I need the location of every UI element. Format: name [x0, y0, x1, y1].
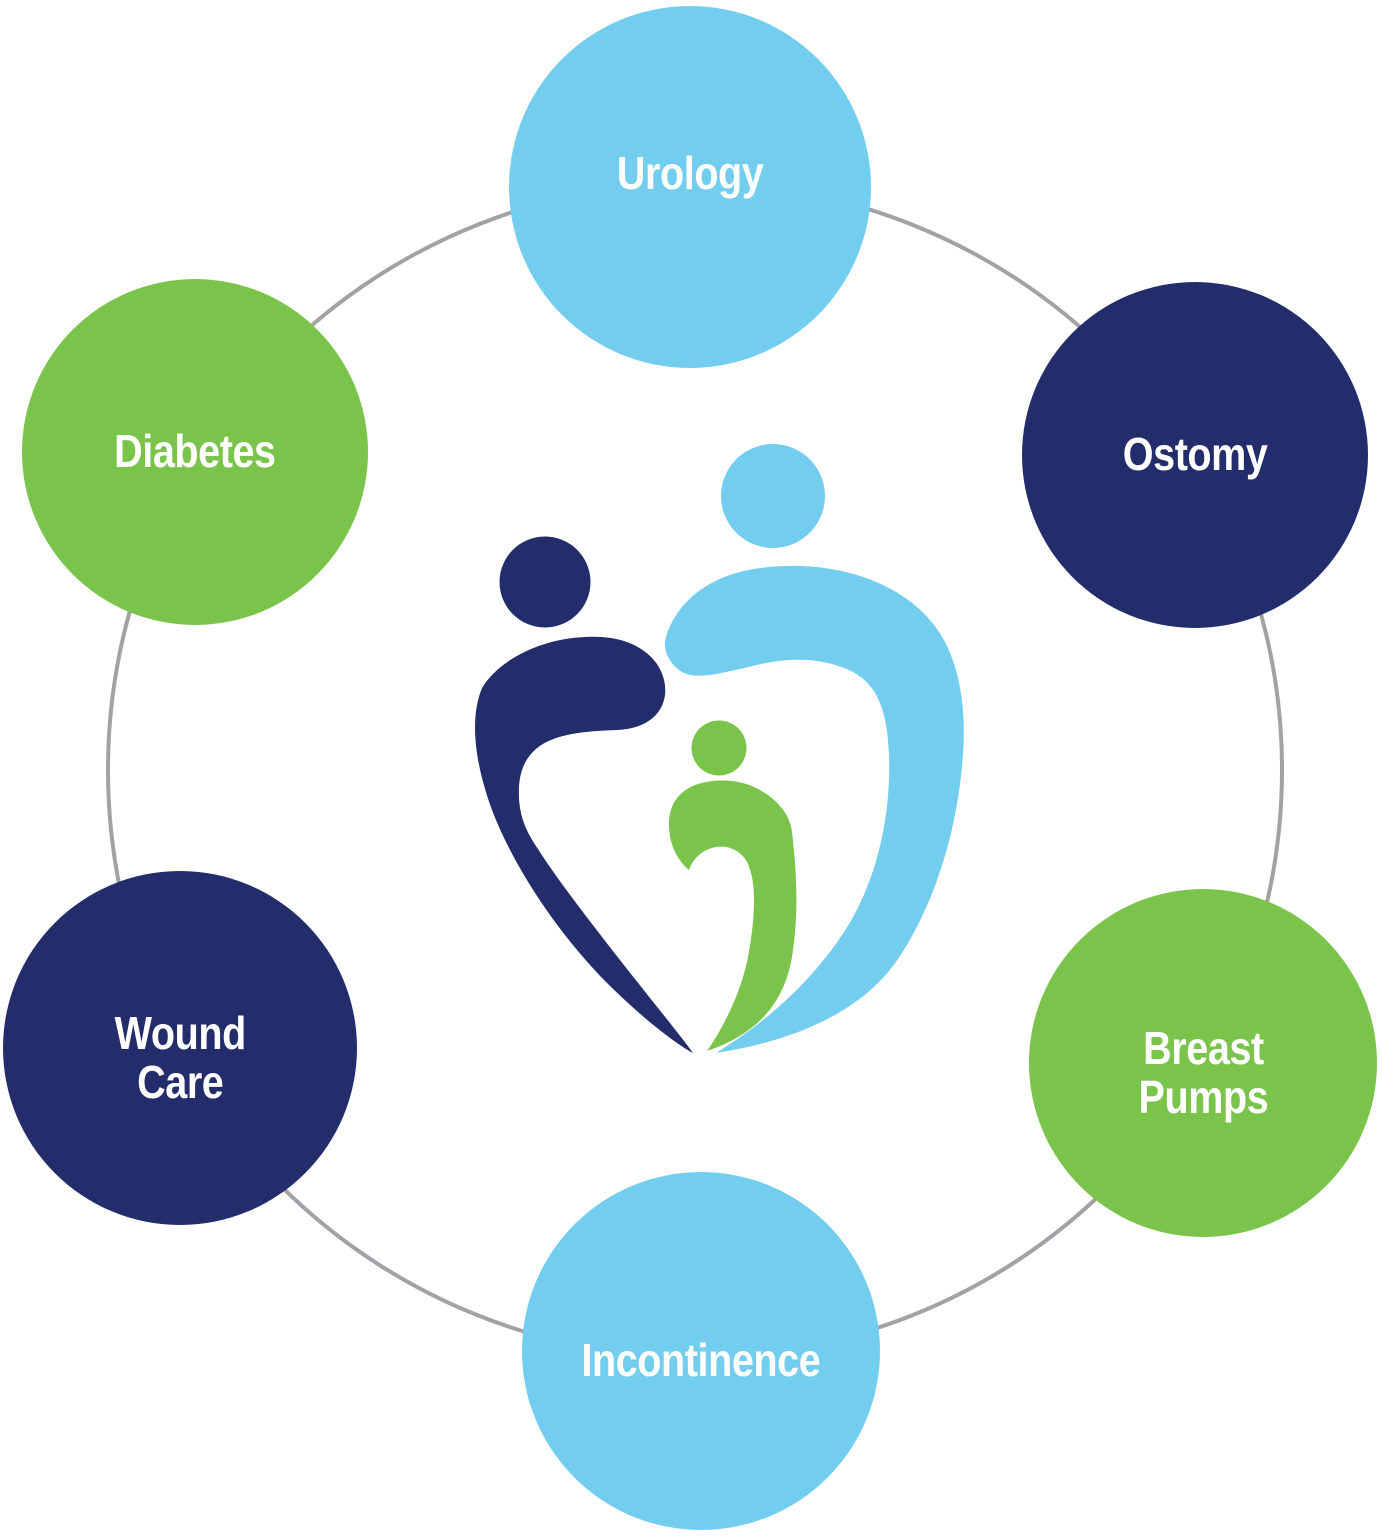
child-body — [669, 780, 797, 1051]
logo-child-figure — [669, 720, 797, 1051]
category-label-ostomy: Ostomy — [1123, 430, 1268, 479]
category-circle-breast-pumps: Breast Pumps — [1029, 889, 1377, 1237]
label-line-1: Breast — [1142, 1021, 1264, 1074]
category-label-urology: Urology — [616, 147, 764, 200]
category-circle-incontinence: Incontinence — [522, 1172, 880, 1530]
category-label-wound-care: Wound Care — [114, 1006, 246, 1108]
category-circle-ostomy: Ostomy — [1022, 282, 1368, 628]
category-circle-urology: Urology — [509, 6, 871, 368]
label-line-2: Care — [136, 1056, 224, 1108]
category-circle-wound-care: Wound Care — [3, 871, 357, 1225]
left-parent-head — [499, 536, 591, 628]
logo-left-parent-figure — [475, 536, 693, 1053]
category-label-breast-pumps: Breast Pumps — [1138, 1021, 1268, 1123]
category-label-diabetes: Diabetes — [114, 425, 276, 478]
label-line-1: Diabetes — [114, 425, 276, 478]
label-line-1: Incontinence — [581, 1334, 821, 1387]
logo-right-parent-figure — [664, 444, 964, 1053]
label-line-2: Pumps — [1138, 1071, 1268, 1123]
label-line-1: Urology — [616, 147, 764, 200]
right-parent-body — [664, 565, 964, 1053]
category-circle-diabetes: Diabetes — [22, 279, 368, 625]
label-line-1: Wound — [114, 1006, 246, 1059]
category-label-incontinence: Incontinence — [582, 1336, 821, 1385]
right-parent-head — [721, 444, 825, 548]
child-head — [691, 720, 747, 776]
label-line-1: Ostomy — [1122, 428, 1268, 481]
left-parent-body — [475, 636, 693, 1053]
family-heart-logo — [475, 444, 964, 1053]
